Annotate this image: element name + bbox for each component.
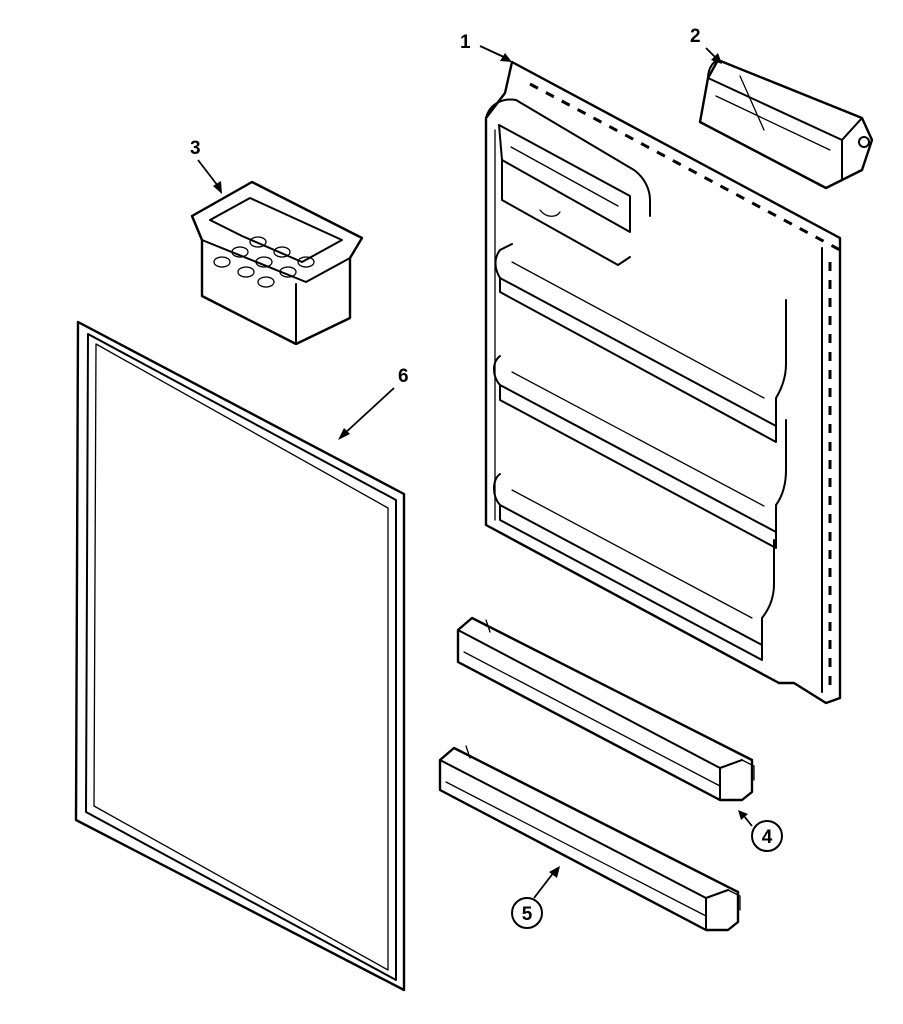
part-4-door-shelf-bar [456, 616, 755, 802]
part-1-door-liner [484, 60, 842, 705]
leader-line-4 [738, 810, 753, 827]
leader-line-5 [533, 866, 560, 899]
callout-5: 5 [522, 904, 533, 925]
callout-3: 3 [190, 138, 201, 159]
part-2-dairy-cover [698, 58, 874, 190]
part-6-door-gasket [74, 320, 406, 992]
leader-line-3 [197, 159, 222, 194]
part-5-door-shelf-bar [438, 745, 741, 932]
callout-1: 1 [460, 32, 471, 53]
callout-6: 6 [398, 366, 409, 387]
leader-line-6 [338, 387, 395, 440]
callout-5-circle: 5 [511, 897, 543, 929]
part-3-egg-bin [190, 180, 364, 346]
leader-line-1 [479, 45, 512, 62]
leader-line-2 [705, 47, 722, 64]
callout-4: 4 [762, 827, 773, 848]
callout-4-circle: 4 [751, 820, 783, 852]
callout-2: 2 [690, 26, 701, 47]
